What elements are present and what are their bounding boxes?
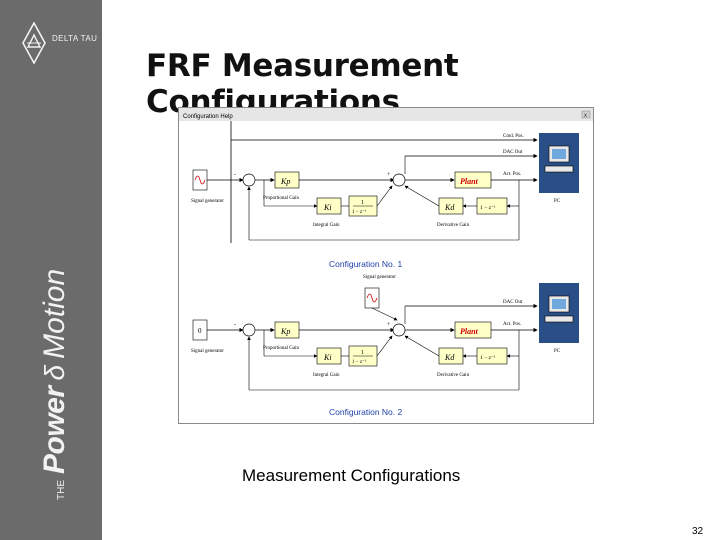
ki-label: Ki [323, 353, 332, 362]
tagline-of: δ [39, 364, 70, 381]
integral-gain-label: Integral Gain [313, 223, 340, 228]
diagram-configuration-2: Signal generator 0 Signal generator - Kp… [191, 275, 579, 417]
integrator-numerator: 1 [361, 200, 364, 206]
kp-label: Kp [280, 177, 290, 186]
summing-junction-2 [392, 173, 406, 187]
plant-label: Plant [460, 177, 479, 186]
configuration-help-window: Configuration Help x Signal generator - … [178, 107, 594, 424]
computer-icon [544, 145, 574, 173]
minus-sign: - [234, 322, 236, 328]
plus-sign: + [387, 322, 391, 328]
configuration-1-caption: Configuration No. 1 [329, 259, 403, 269]
integrator-denominator: 1 − z⁻¹ [352, 209, 367, 215]
act-pos-label: Act. Pos. [503, 172, 521, 177]
sidebar: DELTA TAU THE Power δ Motion [0, 0, 102, 540]
derivative-gain-label: Derivative Gain [437, 223, 470, 228]
kd-label: Kd [444, 353, 455, 362]
proportional-gain-label: Proportional Gain [263, 196, 299, 201]
derivative-gain-label: Derivative Gain [437, 373, 470, 378]
summing-junction-3 [242, 323, 256, 337]
plus-sign: + [387, 172, 391, 178]
brand-name: DELTA TAU [52, 34, 98, 43]
delay-label: 1 − z⁻¹ [480, 205, 496, 211]
zero-input-label: 0 [198, 327, 202, 335]
ki-label: Ki [323, 203, 332, 212]
pc-label: PC [554, 349, 561, 354]
block-diagrams: Configuration Help x Signal generator - … [179, 108, 593, 417]
tagline-power: Power [38, 386, 71, 474]
sine-wave-icon [366, 293, 378, 303]
kd-label: Kd [444, 203, 455, 212]
dac-out-label: DAC Out [503, 150, 523, 155]
act-pos-label: Act. Pos. [503, 322, 521, 327]
integrator-denominator: 1 − z⁻¹ [352, 359, 367, 365]
window-title: Configuration Help [183, 114, 233, 120]
sine-wave-icon [194, 175, 206, 185]
signal-generator-label: Signal generator [191, 349, 224, 354]
delta-tau-logo-icon [22, 22, 46, 64]
tagline: THE Power δ Motion [38, 269, 72, 500]
tagline-the: THE [56, 480, 67, 500]
summing-junction-1 [242, 173, 256, 187]
close-icon: x [584, 113, 587, 119]
kp-label: Kp [280, 327, 290, 336]
cmd-pos-label: Cmd. Pos. [503, 134, 524, 139]
diagram-configuration-1: Signal generator - Kp Proportional Gain … [191, 121, 579, 269]
window-close-button[interactable] [581, 110, 591, 119]
signal-generator-label: Signal generator [191, 199, 224, 204]
configuration-2-caption: Configuration No. 2 [329, 407, 403, 417]
slide-title: FRF Measurement Configurations [146, 48, 459, 120]
integrator-numerator: 1 [361, 350, 364, 356]
proportional-gain-label: Proportional Gain [263, 346, 299, 351]
page-number: 32 [692, 526, 704, 537]
tagline-motion: Motion [38, 268, 71, 359]
dac-out-label: DAC Out [503, 300, 523, 305]
computer-icon [544, 295, 574, 323]
summing-junction-4 [392, 323, 406, 337]
minus-sign: - [234, 172, 236, 178]
pc-panel [539, 283, 579, 343]
pc-panel [539, 133, 579, 193]
integral-gain-label: Integral Gain [313, 373, 340, 378]
window-titlebar [179, 108, 593, 121]
signal-generator-top-label: Signal generator [363, 275, 396, 280]
pc-label: PC [554, 199, 561, 204]
plant-label: Plant [460, 327, 479, 336]
figure-caption: Measurement Configurations [242, 466, 461, 485]
delay-label: 1 − z⁻¹ [480, 355, 496, 361]
